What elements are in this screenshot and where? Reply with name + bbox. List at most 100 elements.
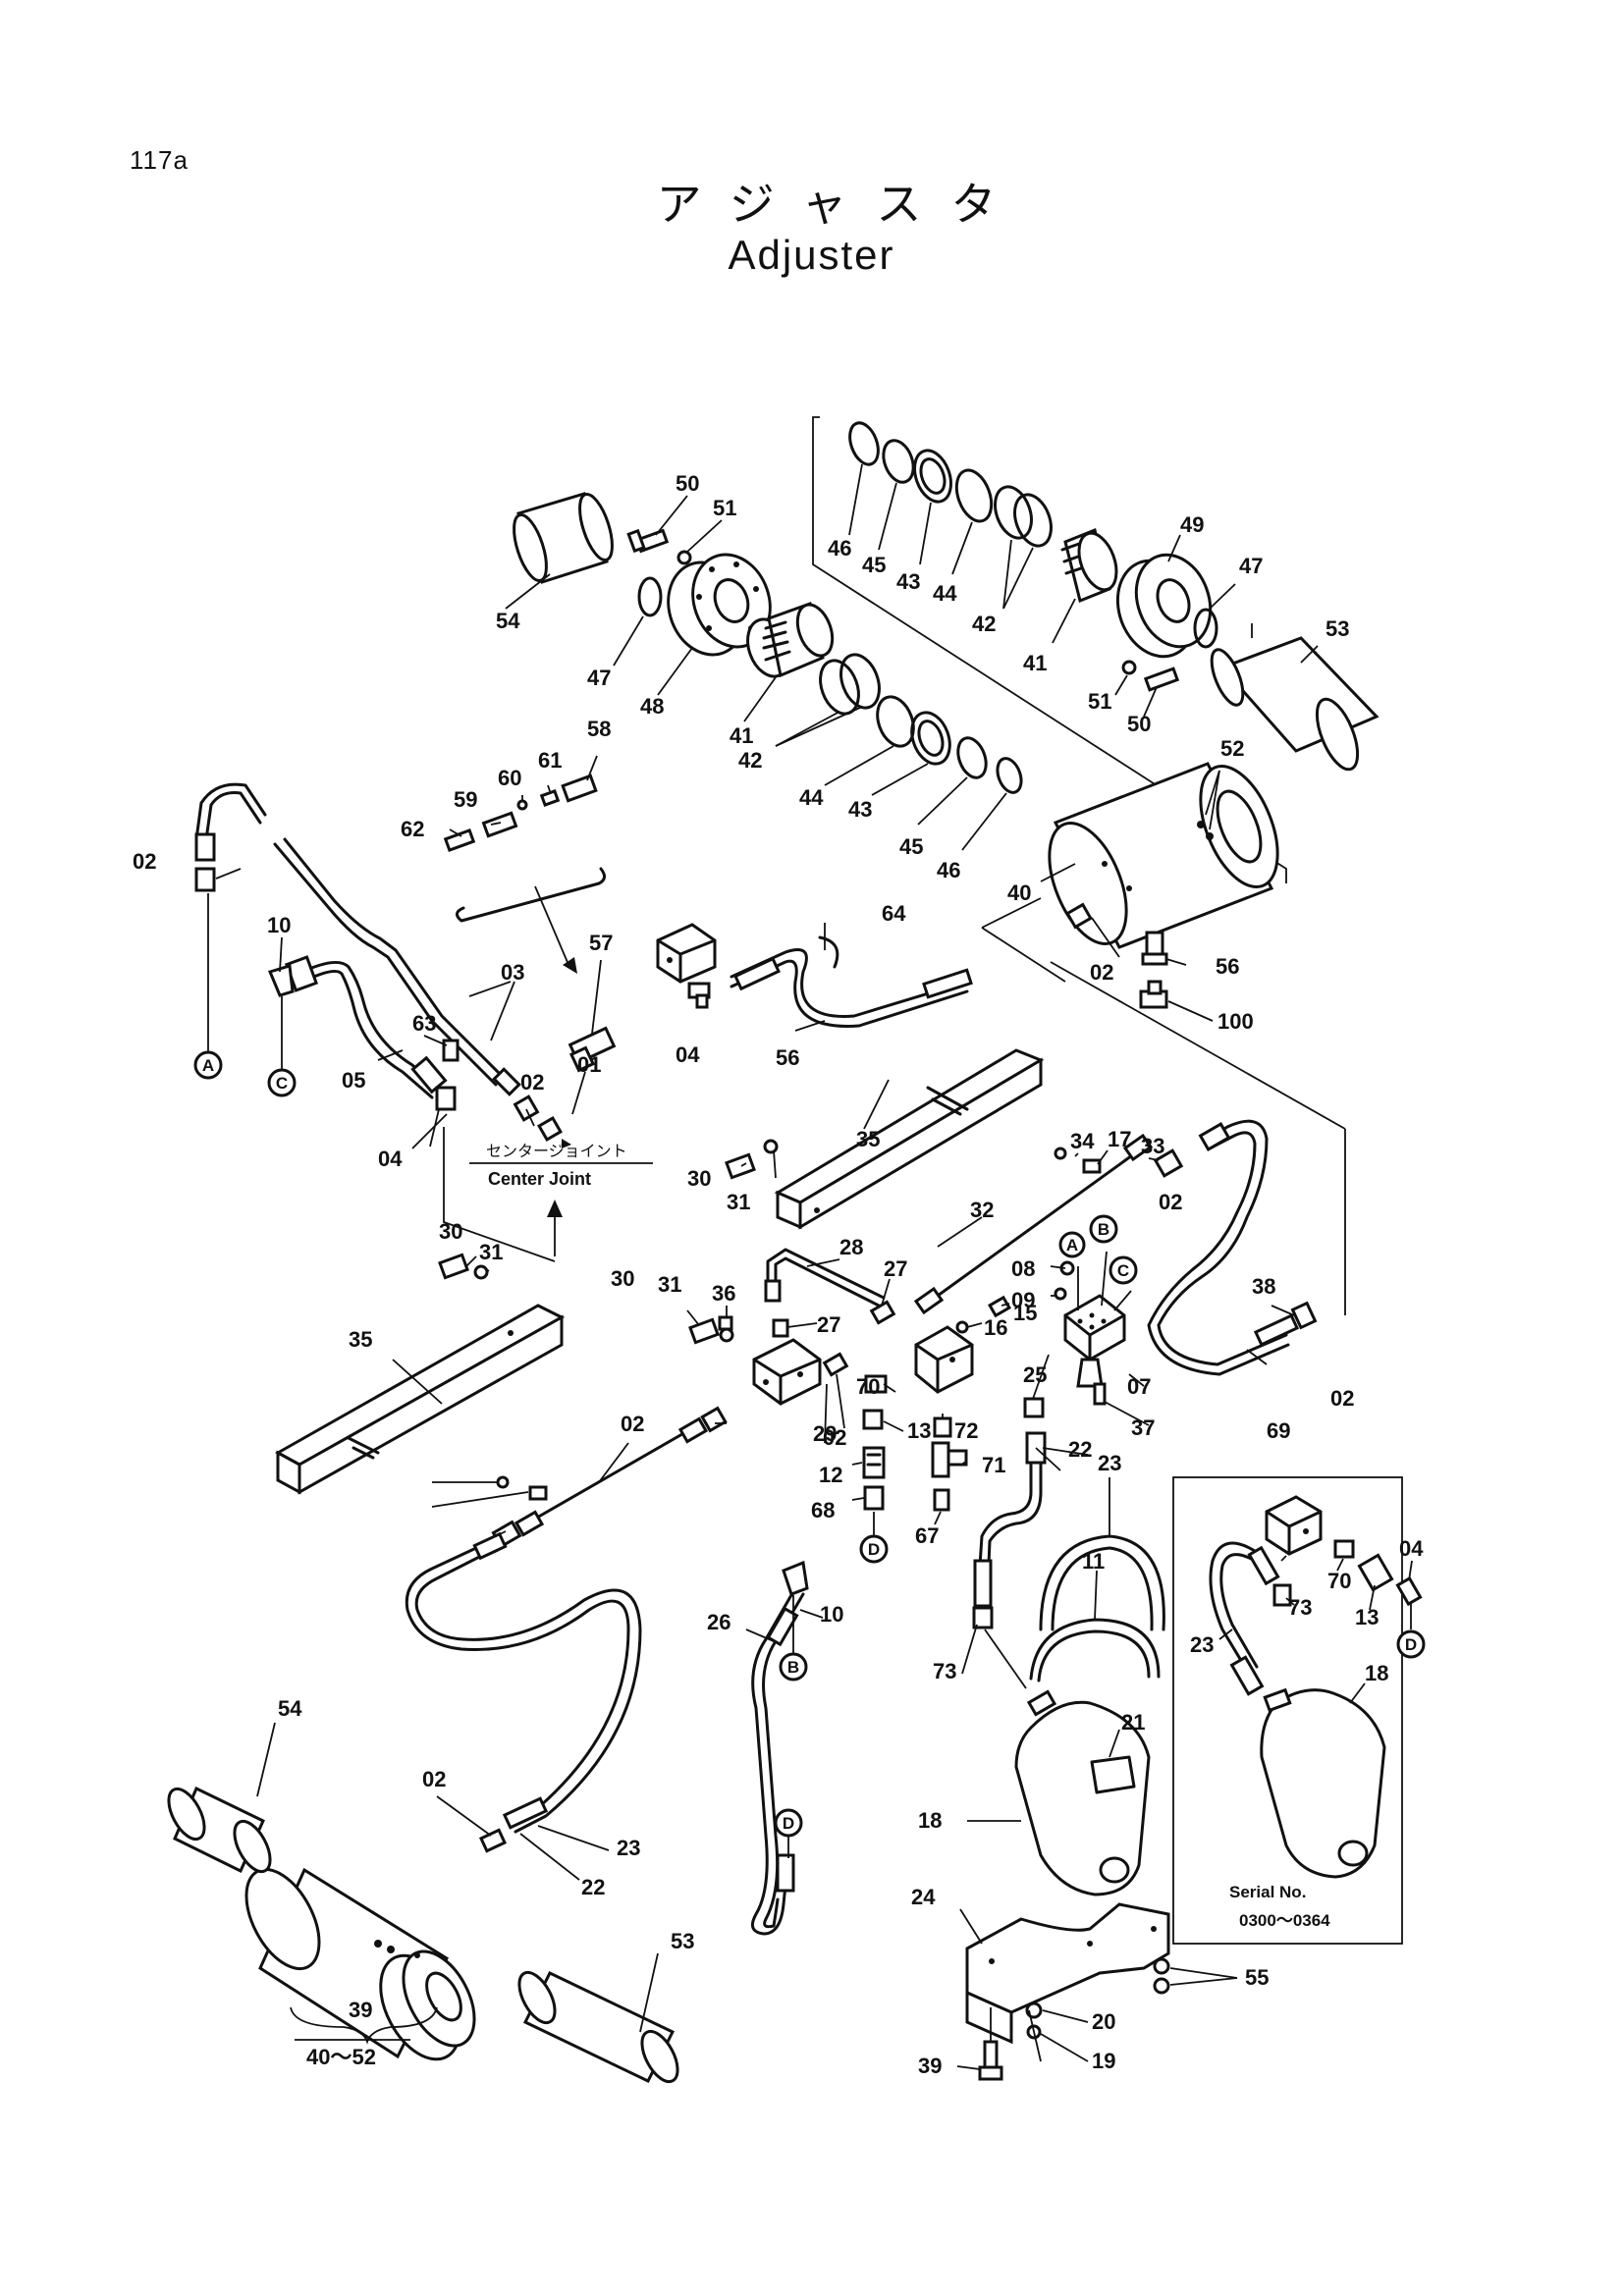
connector-marker-b-lower: B (779, 1652, 808, 1682)
fitting-33-upper (1153, 1148, 1184, 1178)
svg-text:50: 50 (676, 471, 699, 496)
svg-text:100: 100 (1217, 1009, 1254, 1034)
fitting-02-right (1290, 1301, 1318, 1330)
fitting-26-center (972, 1606, 994, 1629)
bolt-50-left (626, 528, 670, 554)
seal-44-right (954, 468, 994, 523)
svg-text:50: 50 (1127, 712, 1151, 736)
assembly-label-39: 39 (349, 1998, 372, 2022)
svg-text:46: 46 (937, 858, 960, 882)
washer-31-upper (763, 1139, 779, 1154)
fitting-68 (863, 1485, 885, 1511)
leader-arrow-58 (534, 885, 570, 968)
svg-text:03: 03 (501, 960, 524, 985)
svg-text:12: 12 (819, 1463, 842, 1487)
hose-25-right (1209, 1541, 1280, 1696)
fitting-57 (568, 1026, 617, 1073)
flange-48 (667, 553, 772, 657)
svg-text:56: 56 (1216, 954, 1239, 979)
connector-marker-d-lower: D (774, 1808, 803, 1838)
svg-text:13: 13 (907, 1418, 931, 1443)
svg-text:09: 09 (1011, 1288, 1035, 1312)
svg-text:01: 01 (577, 1052, 601, 1077)
seal-42-right-a (994, 485, 1033, 540)
fitting-02-lower-pipe (700, 1406, 728, 1433)
svg-text:35: 35 (856, 1127, 880, 1151)
fitting-27-right (869, 1300, 896, 1325)
seal-45-right (882, 439, 915, 484)
grease-pipe-03 (194, 782, 521, 1096)
svg-text:68: 68 (811, 1498, 835, 1522)
svg-text:34: 34 (1070, 1129, 1095, 1153)
svg-text:D: D (1405, 1635, 1417, 1654)
svg-text:19: 19 (1092, 2049, 1115, 2073)
svg-text:67: 67 (915, 1523, 939, 1548)
svg-text:18: 18 (918, 1808, 942, 1833)
fitting-67 (933, 1488, 950, 1512)
svg-text:08: 08 (1011, 1256, 1035, 1281)
center-joint-label: Center Joint (488, 1169, 591, 1189)
cylinder-40 (1048, 762, 1279, 949)
svg-text:07: 07 (1127, 1374, 1151, 1399)
connector-marker-d-right: D (1396, 1629, 1426, 1659)
serial-number-range: 0300～0364 (1239, 1911, 1330, 1930)
svg-text:39: 39 (918, 2054, 942, 2078)
bolt-07 (1093, 1382, 1107, 1406)
fitting-02-cylinder (1065, 902, 1093, 930)
seal-42-left-b (839, 653, 881, 710)
svg-text:A: A (202, 1056, 214, 1075)
bolt-19 (978, 2040, 1003, 2081)
band-22 (1039, 1534, 1165, 1631)
seal-kit-bracket-frame (812, 416, 1346, 1315)
seal-43-right (913, 449, 952, 504)
fitting-26-right (1272, 1583, 1292, 1607)
connector-marker-b-valve: B (1089, 1214, 1118, 1244)
seal-43-left (910, 711, 951, 766)
svg-text:02: 02 (621, 1412, 644, 1436)
svg-text:31: 31 (479, 1240, 503, 1264)
svg-text:70: 70 (1327, 1569, 1351, 1593)
fitting-09 (1054, 1287, 1067, 1301)
svg-text:41: 41 (1023, 651, 1047, 675)
svg-text:30: 30 (439, 1219, 462, 1244)
svg-text:51: 51 (1088, 689, 1111, 714)
bolt-50-right (1143, 667, 1180, 692)
fitting-13 (862, 1409, 884, 1430)
connector-marker-d-center: D (859, 1534, 889, 1564)
nut-24-a (1153, 1957, 1170, 1975)
fitting-13-right (1333, 1539, 1355, 1559)
bolt-30-lower (438, 1253, 469, 1280)
svg-text:48: 48 (640, 694, 664, 719)
snap-ring-46-right (848, 421, 880, 466)
hose-56 (730, 935, 973, 1028)
svg-text:62: 62 (401, 817, 424, 841)
svg-text:C: C (276, 1074, 288, 1093)
channel-guard-35-lower (274, 1304, 566, 1495)
svg-text:44: 44 (933, 581, 957, 606)
clamp-17-upper (1082, 1158, 1102, 1174)
tee-71 (931, 1441, 968, 1478)
svg-text:11: 11 (1082, 1549, 1105, 1574)
center-joint-indicator (443, 1127, 653, 1262)
fitting-02-left (194, 867, 216, 892)
elbow-10-left (267, 964, 295, 997)
washer-31-lower (473, 1264, 489, 1280)
bolt-30-middle (688, 1317, 720, 1345)
svg-text:10: 10 (267, 913, 291, 937)
svg-text:31: 31 (658, 1272, 681, 1297)
flange-49 (1115, 553, 1213, 659)
svg-text:71: 71 (982, 1453, 1005, 1477)
fitting-15 (988, 1295, 1011, 1318)
svg-text:45: 45 (862, 553, 886, 577)
block-14-center (914, 1325, 974, 1394)
svg-text:30: 30 (687, 1166, 711, 1191)
svg-text:57: 57 (589, 931, 613, 955)
svg-text:04: 04 (676, 1042, 700, 1067)
svg-text:25: 25 (1023, 1362, 1047, 1387)
svg-text:52: 52 (1220, 736, 1244, 761)
fitting-02-center (513, 1095, 540, 1122)
part-callouts: 50 51 54 47 48 41 42 44 43 45 46 46 45 4… (133, 463, 1424, 2078)
svg-text:53: 53 (671, 1929, 694, 1953)
fitting-02-lower (478, 1828, 508, 1853)
svg-text:02: 02 (422, 1767, 446, 1791)
